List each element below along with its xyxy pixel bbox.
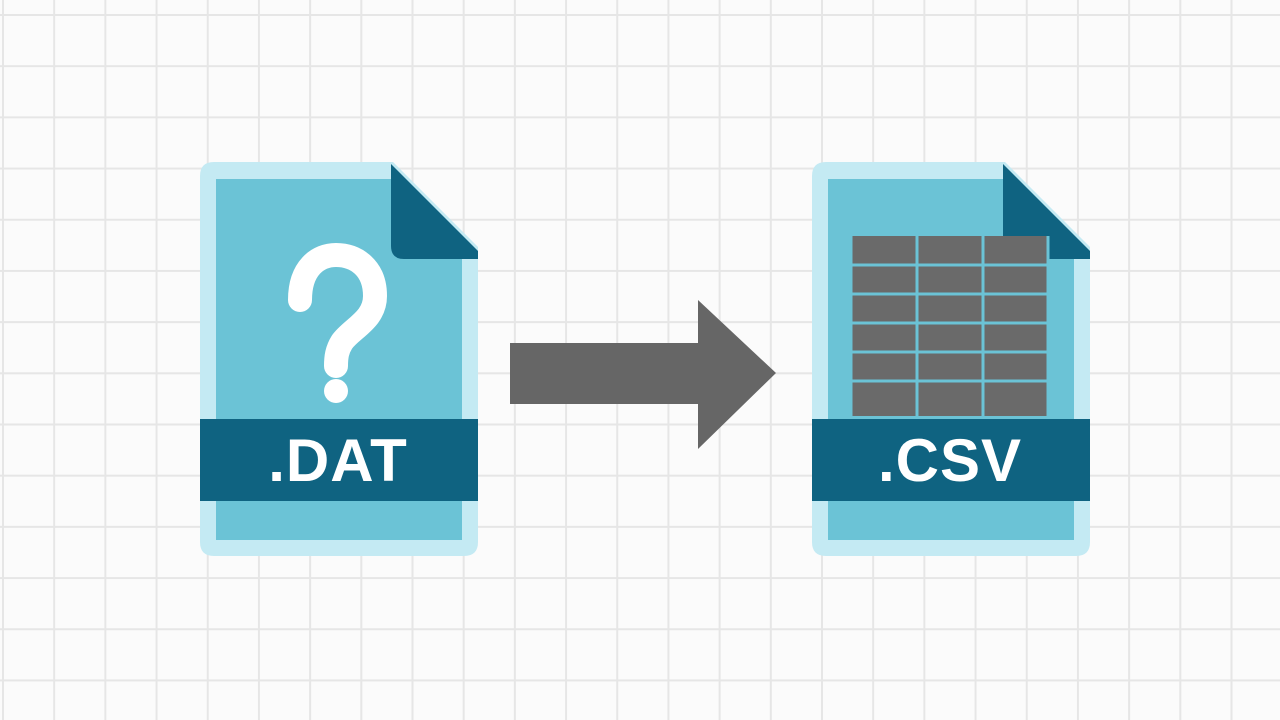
target-label-band [812, 419, 1090, 501]
arrow-right-icon [510, 300, 776, 449]
source-file-extension: .DAT [268, 426, 408, 494]
target-file-extension: .CSV [877, 426, 1023, 494]
source-label-band [200, 419, 478, 501]
table-grid-icon [849, 236, 1050, 416]
question-mark-icon [288, 242, 388, 403]
